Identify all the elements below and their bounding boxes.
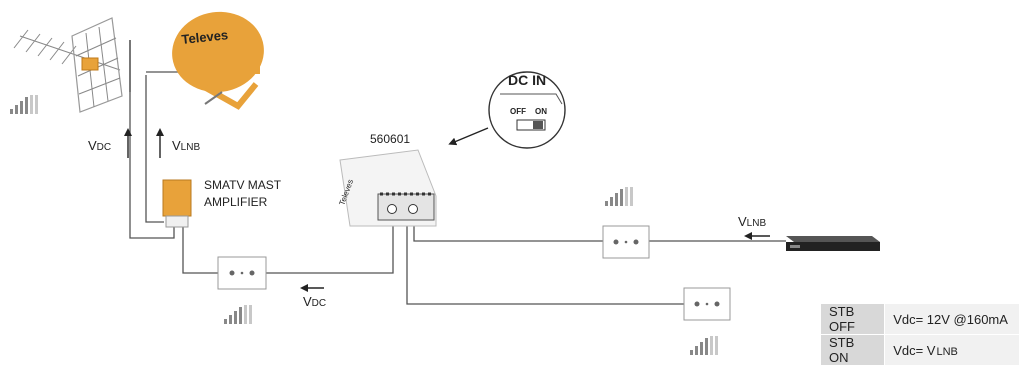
wall-outlet-icon: [217, 256, 267, 290]
switch-off-label: OFF: [510, 107, 526, 116]
terrestrial-antenna-icon: [13, 17, 131, 113]
dish-brand-text: Televes: [181, 27, 229, 47]
table-cell-value: Vdc= VLNB: [884, 334, 1020, 366]
amplifier-label-line1: SMATV MAST: [204, 178, 282, 192]
table-cell-key: STB ON: [819, 334, 886, 366]
smatv-diagram: Televes: [10, 11, 880, 355]
signal-strength-icon: [605, 187, 633, 206]
stb-voltage-table: STB OFF Vdc= 12V @160mA STB ON Vdc= VLNB: [819, 303, 1020, 366]
cable-outlet-to-psu: [266, 221, 394, 274]
signal-strength-icon: [690, 336, 718, 355]
table-row: STB ON Vdc= VLNB: [819, 334, 1020, 366]
psu-model-label: 560601: [370, 132, 410, 146]
cable-dish-to-amplifier: [145, 75, 164, 223]
table-cell-value: Vdc= 12V @160mA: [884, 303, 1020, 335]
power-switch[interactable]: [516, 119, 546, 131]
table-cell-key: STB OFF: [819, 303, 886, 335]
wall-outlet-icon: [683, 287, 731, 321]
amplifier-label-line2: AMPLIFIER: [204, 195, 268, 209]
label-vlnb-right: VLNB: [738, 214, 766, 229]
signal-strength-icon: [10, 95, 38, 114]
switch-on-label: ON: [535, 107, 547, 116]
cable-psu-to-outlet-right: [406, 221, 684, 305]
signal-strength-icon: [224, 305, 252, 324]
power-supply-unit: Televes: [337, 149, 437, 227]
callout-title: DC IN: [508, 72, 546, 88]
cable-lines: [129, 71, 786, 305]
label-vdc-main: VDC: [88, 138, 111, 153]
arrow-callout: [448, 127, 489, 146]
dc-in-switch-callout: DC IN OFF ON: [488, 71, 566, 149]
cable-amplifier-to-outlet: [182, 227, 218, 274]
set-top-box-icon: [786, 236, 880, 251]
label-vlnb-top: VLNB: [172, 138, 200, 153]
table-row: STB OFF Vdc= 12V @160mA: [819, 303, 1020, 335]
label-vdc-lower: VDC: [303, 294, 326, 309]
cable-psu-to-stb-outlet: [413, 221, 603, 242]
satellite-dish-icon: Televes: [172, 11, 264, 110]
wall-outlet-icon: [602, 225, 650, 259]
mast-amplifier: [162, 179, 192, 228]
cable-antenna-to-amplifier: [129, 92, 175, 239]
